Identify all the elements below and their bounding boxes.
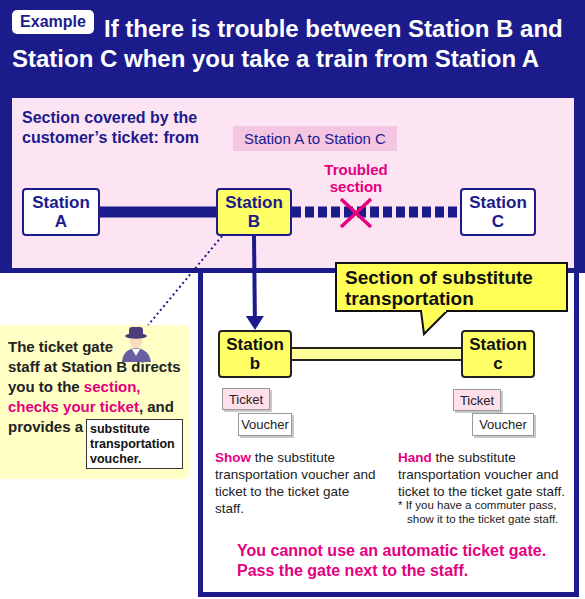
- diagram-title: If there is trouble between Station B an…: [12, 14, 572, 74]
- callout-text: section,: [84, 378, 141, 395]
- callout-text: checks your ticket: [8, 398, 139, 415]
- warning-text: You cannot use an automatic ticket gate.…: [237, 541, 567, 581]
- station-name: Station C: [468, 193, 528, 231]
- frame-left: [0, 0, 12, 273]
- station-box: Station b: [218, 330, 292, 378]
- trouble-label: Troubled section: [324, 161, 387, 195]
- leader-line: [148, 236, 222, 325]
- station-name: Station A: [30, 193, 92, 231]
- icon-space: [120, 337, 184, 355]
- action-verb: Show: [215, 450, 251, 465]
- substitute-panel: You cannot use an automatic ticket gate.…: [198, 268, 579, 597]
- callout-heading: Section of substitute transportation: [345, 267, 558, 309]
- station-box: Station B: [216, 188, 292, 236]
- ticket-card: Ticket: [222, 388, 270, 410]
- label-group: * If you have a commuter pass, show it t…: [398, 498, 576, 526]
- ticket-range: Station A to Station C: [244, 130, 386, 148]
- voucher-tag: substitute transportation voucher.: [86, 419, 183, 469]
- arrow-head: [246, 316, 264, 330]
- station-box: Station A: [22, 188, 100, 236]
- tag-text: Example: [20, 12, 86, 32]
- example-tag: Example: [12, 10, 94, 34]
- connector-stroke: [292, 207, 460, 218]
- frame-right: [574, 0, 585, 273]
- voucher-card: Voucher: [472, 413, 534, 436]
- voucher-card: Voucher: [238, 413, 292, 436]
- section-callout: Section of substitute transportation: [335, 262, 568, 312]
- substitute-route: [292, 354, 461, 355]
- connector-stroke: [100, 207, 216, 218]
- connector-stroke: [148, 236, 222, 325]
- station-name: Station c: [469, 335, 527, 373]
- footnote: * If you have a commuter pass, show it t…: [398, 499, 558, 525]
- action-verb: Hand: [398, 450, 432, 465]
- ticket-range-box: Station A to Station C: [233, 126, 397, 151]
- label-group: Troubled section: [312, 161, 400, 195]
- track-line: [100, 212, 216, 213]
- station-name: Station B: [224, 193, 284, 231]
- connector-stroke: [292, 349, 461, 359]
- troubled-track: [292, 212, 460, 213]
- station-name: Station b: [226, 335, 284, 373]
- ticket-card: Ticket: [453, 389, 501, 411]
- connector-stroke: [292, 347, 461, 361]
- station-box: Station c: [461, 330, 535, 378]
- card-text: Voucher: [479, 417, 527, 432]
- frame-bottom: [0, 268, 203, 273]
- voucher-text: substitute transportation voucher.: [90, 422, 179, 467]
- label-group: Handthe substitute transportation vouche…: [398, 449, 576, 500]
- direction-arrow: [246, 236, 264, 330]
- card-text: Ticket: [229, 392, 263, 407]
- card-text: Voucher: [241, 417, 289, 432]
- label-group: Showthe substitute transportation vouche…: [215, 449, 380, 517]
- header-band: [0, 0, 585, 98]
- station-box: Station C: [460, 188, 536, 236]
- ticket-section-band: Section covered by the customer’s ticket…: [12, 98, 574, 268]
- card-text: Ticket: [460, 393, 494, 408]
- section-heading: Section covered by the customer’s ticket…: [22, 108, 234, 148]
- connector-stroke: [252, 236, 257, 316]
- staff-callout: The ticket gate staff at Station B direc…: [0, 325, 190, 479]
